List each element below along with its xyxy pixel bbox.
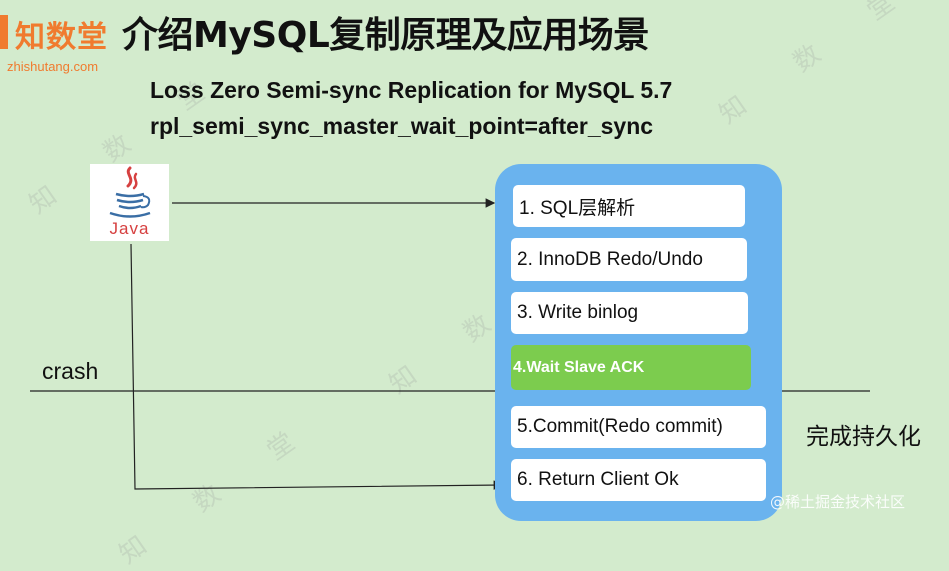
brand-url: zhishutang.com (7, 59, 99, 74)
flow-step-sql-parse: 1. SQL层解析 (513, 185, 745, 227)
flow-step-wait-slave-ack: 4.Wait Slave ACK (511, 345, 751, 390)
flow-step-write-binlog: 3. Write binlog (511, 292, 748, 334)
source-credit: @稀土掘金技术社区 (770, 493, 906, 511)
flow-step-return-client-ok: 6. Return Client Ok (511, 459, 766, 501)
page-title: 介绍MySQL复制原理及应用场景 (122, 15, 649, 56)
persistence-complete-label: 完成持久化 (806, 424, 921, 450)
client-response-arrow (130, 243, 504, 490)
brand-logo-text: 知数堂 (15, 20, 108, 55)
flow-step-commit: 5.Commit(Redo commit) (511, 406, 766, 448)
crash-label: crash (42, 358, 99, 384)
java-coffee-cup-icon (109, 166, 151, 218)
subtitle-wait-point: rpl_semi_sync_master_wait_point=after_sy… (150, 113, 654, 139)
java-logo (90, 164, 169, 241)
subtitle-replication: Loss Zero Semi-sync Replication for MySQ… (150, 77, 673, 103)
brand-accent-bar (0, 15, 8, 49)
java-label: Java (109, 219, 150, 238)
transaction-flow-panel: 1. SQL层解析 2. InnoDB Redo/Undo 3. Write b… (495, 164, 782, 521)
flow-step-innodb-redo-undo: 2. InnoDB Redo/Undo (511, 238, 747, 281)
